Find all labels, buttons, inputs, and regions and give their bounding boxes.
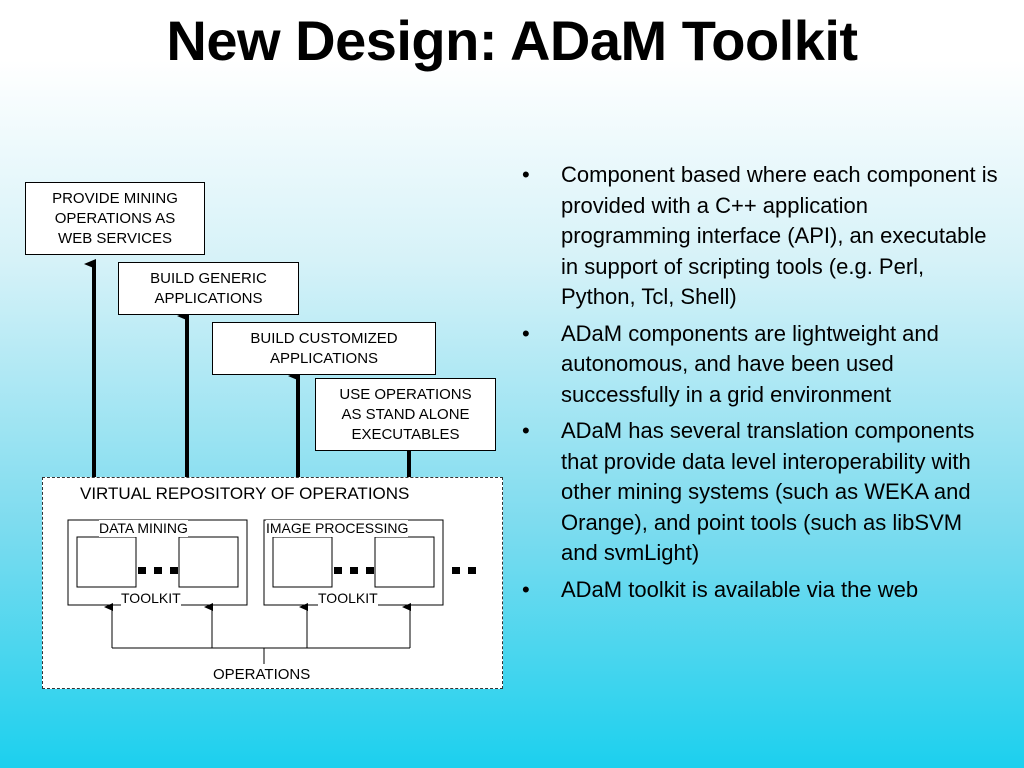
bullet-item: • Component based where each component i…	[518, 160, 998, 313]
ip-component-2	[374, 536, 435, 588]
data-mining-toolkit-footer: TOOLKIT	[121, 590, 181, 607]
box-generic-applications: BUILD GENERIC APPLICATIONS	[118, 262, 299, 315]
bullet-text: ADaM has several translation components …	[561, 418, 975, 565]
bullet-text: Component based where each component is …	[561, 162, 998, 309]
box-standalone-executables: USE OPERATIONS AS STAND ALONE EXECUTABLE…	[315, 378, 496, 451]
bullet-item: • ADaM components are lightweight and au…	[518, 319, 998, 411]
ellipsis-dm	[138, 567, 178, 574]
box-web-services: PROVIDE MINING OPERATIONS AS WEB SERVICE…	[25, 182, 205, 255]
bullet-text: ADaM toolkit is available via the web	[561, 576, 919, 602]
bullet-dot: •	[522, 320, 530, 346]
bullet-item: • ADaM toolkit is available via the web	[518, 575, 998, 606]
operations-label: OPERATIONS	[213, 666, 311, 683]
ellipsis-more	[452, 567, 476, 574]
bullet-dot: •	[522, 162, 530, 187]
bullet-dot: •	[522, 576, 530, 602]
ellipsis-ip	[334, 567, 374, 574]
box-customized-applications: BUILD CUSTOMIZED APPLICATIONS	[212, 322, 436, 375]
data-mining-label: DATA MINING	[99, 520, 188, 537]
bullet-dot: •	[522, 418, 530, 443]
image-processing-label: IMAGE PROCESSING	[266, 520, 409, 537]
bullet-item: • ADaM has several translation component…	[518, 416, 998, 569]
dm-component-2	[178, 536, 239, 588]
image-processing-toolkit-footer: TOOLKIT	[318, 590, 378, 607]
repository-label: VIRTUAL REPOSITORY OF OPERATIONS	[80, 484, 410, 503]
dm-component-1	[76, 536, 137, 588]
slide-title: New Design: ADaM Toolkit	[166, 9, 858, 72]
ip-component-1	[272, 536, 333, 588]
feature-bullet-list: • Component based where each component i…	[518, 160, 998, 611]
bullet-text: ADaM components are lightweight and auto…	[561, 320, 939, 407]
